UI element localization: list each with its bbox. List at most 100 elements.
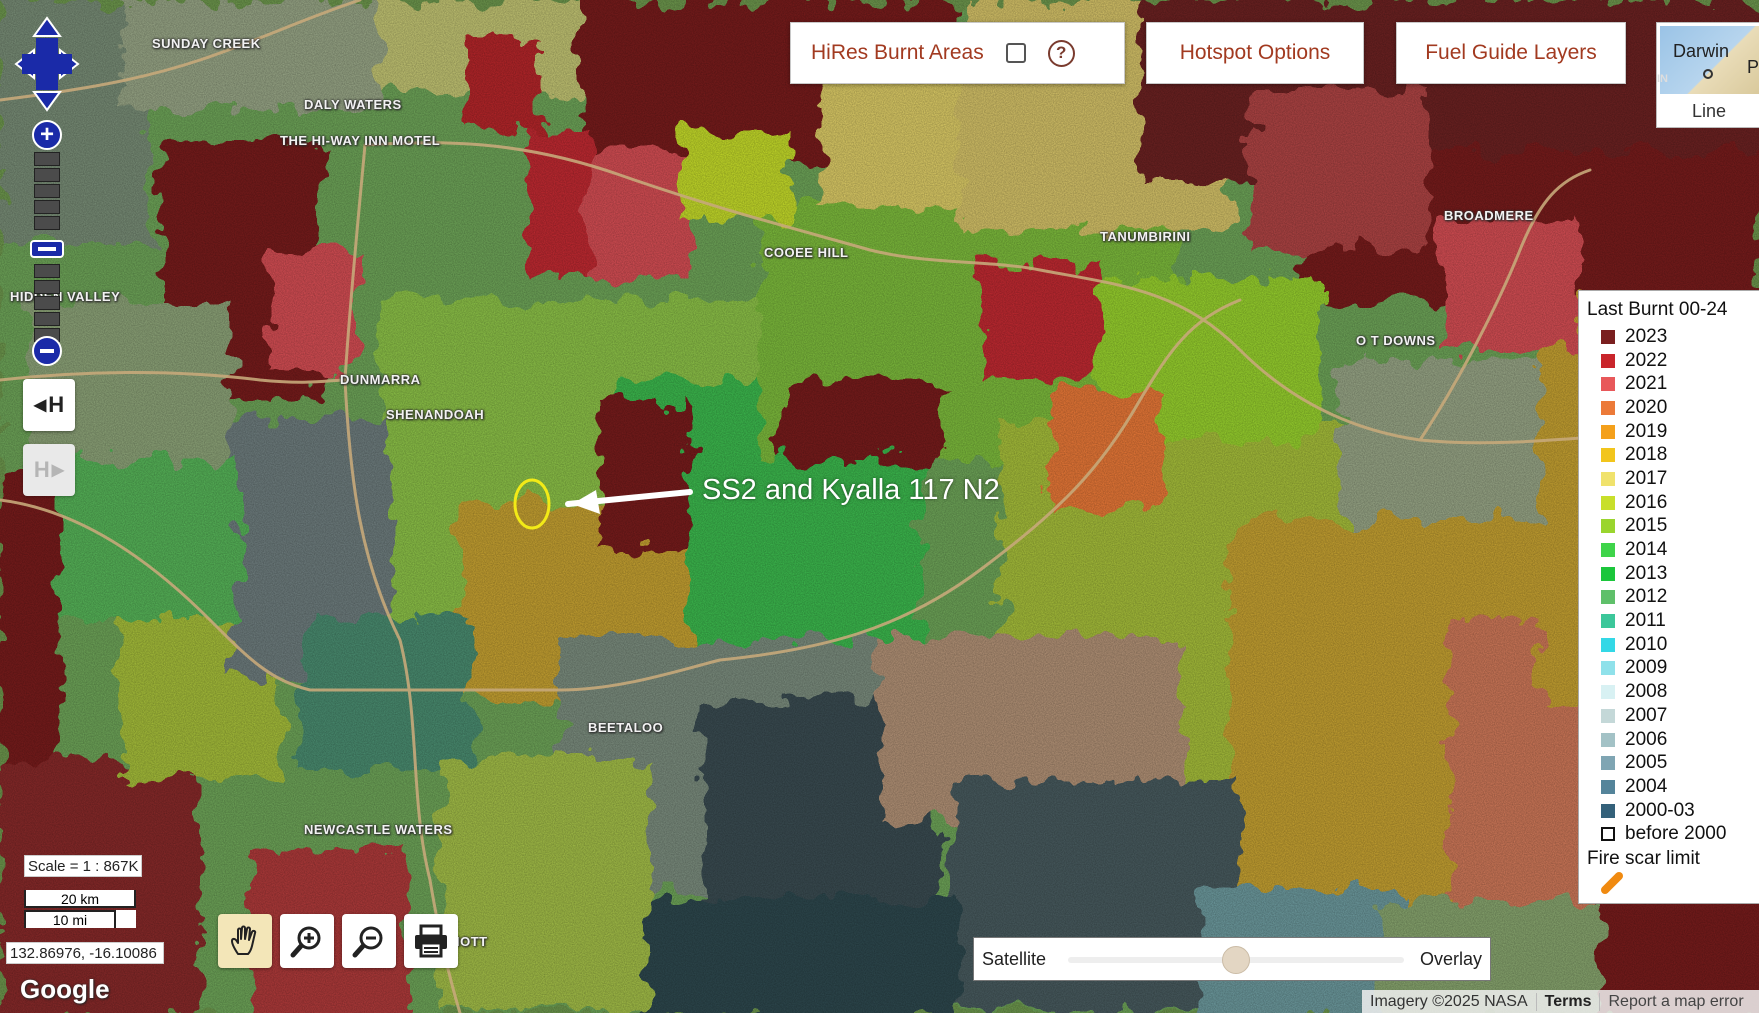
legend-swatch xyxy=(1601,661,1615,676)
legend-item-label: 2005 xyxy=(1625,752,1668,774)
legend-item: before 2000 xyxy=(1587,822,1759,846)
opacity-right-label: Overlay xyxy=(1419,949,1482,969)
printer-icon xyxy=(415,924,447,958)
print-tool-button[interactable] xyxy=(404,914,458,968)
scale-bar-mi: 10 mi xyxy=(24,910,116,928)
legend-item-label: 2021 xyxy=(1625,373,1668,395)
legend-swatch xyxy=(1601,424,1615,439)
history-back-button[interactable]: ◀ H xyxy=(23,379,75,431)
google-logo: Google xyxy=(20,974,110,1004)
legend-swatch xyxy=(1601,756,1615,771)
zoom-level-slot[interactable] xyxy=(34,152,60,166)
legend-item: 2021 xyxy=(1587,372,1759,396)
legend-item: 2019 xyxy=(1587,420,1759,444)
zoom-level-slot[interactable] xyxy=(34,184,60,198)
zoom-level-slot[interactable] xyxy=(34,280,60,294)
legend-item: 2011 xyxy=(1587,609,1759,633)
legend-item-label: before 2000 xyxy=(1625,823,1727,845)
zoom-level-slot[interactable] xyxy=(34,200,60,214)
legend-swatch xyxy=(1601,448,1615,463)
overview-map-image xyxy=(1660,26,1759,94)
legend-swatch xyxy=(1601,637,1615,652)
legend-item: 2006 xyxy=(1587,728,1759,752)
legend-item-label: 2023 xyxy=(1625,325,1668,347)
legend-title: Last Burnt 00-24 xyxy=(1587,299,1728,320)
pan-tool-button[interactable] xyxy=(218,914,272,968)
question-icon[interactable]: ? xyxy=(1047,39,1075,67)
legend-swatch xyxy=(1601,779,1615,794)
scale-bar: 20 km 10 mi xyxy=(24,890,139,932)
zoom-level-slot[interactable] xyxy=(34,296,60,310)
place-label-hidden-valley: HIDDEN VALLEY xyxy=(10,289,121,304)
zoom-level-slot[interactable] xyxy=(34,264,60,278)
legend-item-label: 2020 xyxy=(1625,396,1668,418)
legend-item: 2008 xyxy=(1587,680,1759,704)
hotspot-options-button[interactable]: Hotspot Options xyxy=(1146,22,1364,84)
place-label-broadmere: BROADMERE xyxy=(1444,208,1534,223)
zoom-out-button[interactable] xyxy=(32,336,62,366)
place-label-newcastle-waters: NEWCASTLE WATERS xyxy=(304,822,453,837)
pan-arrows-icon[interactable] xyxy=(14,16,80,112)
zoom-level-slot[interactable] xyxy=(34,168,60,182)
zoom-in-button[interactable]: + xyxy=(32,120,62,150)
report-map-error-link[interactable]: Report a map error xyxy=(1599,992,1751,1011)
zoom-out-tool-button[interactable] xyxy=(342,914,396,968)
cursor-coordinates: 132.86976, -16.10086 xyxy=(6,942,164,964)
site-annotation-label: SS2 and Kyalla 117 N2 xyxy=(702,474,1000,506)
legend-swatch xyxy=(1601,329,1615,344)
fuel-guide-layers-button[interactable]: Fuel Guide Layers xyxy=(1396,22,1626,84)
scale-bar-km: 20 km xyxy=(24,890,136,908)
zoom-level-slot[interactable] xyxy=(34,216,60,230)
legend-swatch xyxy=(1601,377,1615,392)
legend-item-label: 2022 xyxy=(1625,349,1668,371)
legend-swatch xyxy=(1601,827,1615,842)
legend-item: 2023 xyxy=(1587,325,1759,349)
zoom-level-slot[interactable] xyxy=(34,312,60,326)
arrow-right-icon: ▶ xyxy=(51,462,65,479)
hires-burnt-areas-checkbox[interactable] xyxy=(1005,43,1026,63)
opacity-slider-thumb[interactable] xyxy=(1222,946,1250,974)
arrow-left-icon: ◀ xyxy=(33,397,47,414)
hires-burnt-areas-control[interactable]: HiRes Burnt Areas ? xyxy=(790,22,1125,84)
site-annotation-graphic xyxy=(513,478,693,530)
legend-item: 2010 xyxy=(1587,633,1759,657)
legend-item-label: 2019 xyxy=(1625,420,1668,442)
legend-swatch xyxy=(1601,732,1615,747)
hotspot-options-label: Hotspot Options xyxy=(1179,41,1331,64)
scale-bar-mi-tail xyxy=(116,910,136,928)
terms-link[interactable]: Terms xyxy=(1535,992,1600,1011)
scale-ratio: Scale = 1 : 867K xyxy=(24,855,142,877)
legend-swatch xyxy=(1601,803,1615,818)
legend-item-label: 2008 xyxy=(1625,681,1668,703)
legend-item: 2017 xyxy=(1587,467,1759,491)
legend-item-label: 2017 xyxy=(1625,467,1668,489)
overview-map[interactable]: Darwin Pa HIN Line xyxy=(1656,22,1759,128)
imagery-credit: Imagery ©2025 NASA xyxy=(1370,992,1528,1010)
legend-swatch xyxy=(1601,400,1615,415)
opacity-left-label: Satellite xyxy=(982,949,1047,969)
legend-item-label: 2018 xyxy=(1625,444,1668,466)
legend-item-label: 2006 xyxy=(1625,728,1668,750)
history-forward-button[interactable]: H ▶ xyxy=(23,444,75,496)
minus-icon xyxy=(40,349,54,353)
legend-item: 2018 xyxy=(1587,443,1759,467)
legend-swatch xyxy=(1601,543,1615,558)
attribution-bar: Imagery ©2025 NASA Terms Report a map er… xyxy=(1362,990,1759,1013)
legend-swatch xyxy=(1601,519,1615,534)
legend-swatch xyxy=(1601,685,1615,700)
legend-item: 2005 xyxy=(1587,751,1759,775)
legend-item: 2022 xyxy=(1587,349,1759,373)
zoom-slider-minus-marker xyxy=(38,247,56,251)
legend-item-label: 2012 xyxy=(1625,586,1668,608)
legend-item: 2004 xyxy=(1587,775,1759,799)
legend-item-label: 2010 xyxy=(1625,633,1668,655)
magnifier-minus-icon xyxy=(352,926,383,958)
legend-swatch xyxy=(1601,566,1615,581)
legend-item: 2014 xyxy=(1587,538,1759,562)
place-label-dunmarra: DUNMARRA xyxy=(340,372,421,387)
zoom-in-tool-button[interactable] xyxy=(280,914,334,968)
magnifier-plus-icon xyxy=(290,926,321,958)
overview-marker-icon xyxy=(1703,69,1713,79)
